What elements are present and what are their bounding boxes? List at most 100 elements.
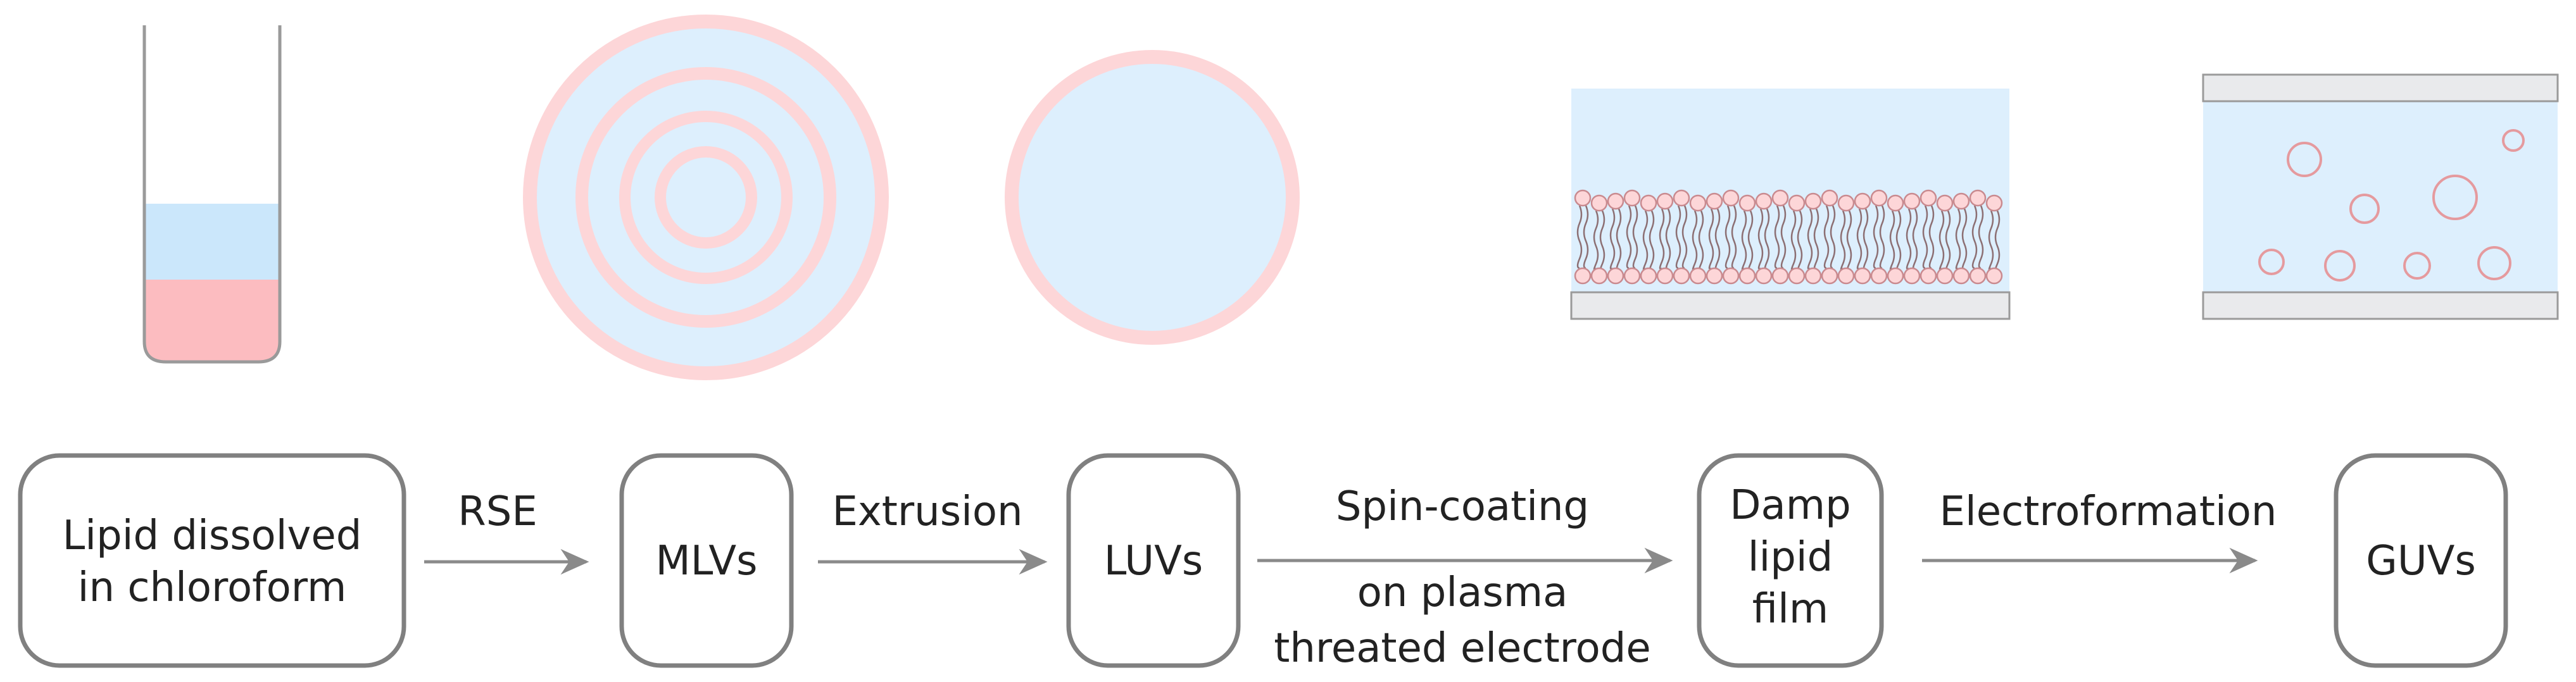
lipid-head <box>1738 267 1756 285</box>
lipid-tail <box>1714 208 1721 270</box>
lipid-tail <box>1955 208 1961 270</box>
svg-text:threated electrode: threated electrode <box>1274 625 1650 672</box>
svg-text:Extrusion: Extrusion <box>832 488 1022 535</box>
lipid-head <box>1821 189 1838 207</box>
lipid-head <box>1771 189 1789 207</box>
lipid-head <box>1804 192 1822 210</box>
lipid-head <box>1788 194 1806 212</box>
svg-text:Lipid dissolved: Lipid dissolved <box>63 512 362 559</box>
mlv-illustration <box>523 15 889 380</box>
lipid-head <box>1969 189 1987 207</box>
lipid-head <box>1870 189 1888 207</box>
lipid-head <box>1952 192 1970 210</box>
lipid-tail <box>1879 205 1885 270</box>
chloroform-layer <box>144 204 280 281</box>
bottom-electrode <box>2202 291 2559 320</box>
lipid-head <box>1623 189 1641 207</box>
lipid-tail <box>1988 210 1994 271</box>
lipid-tail <box>1856 208 1863 270</box>
guv-vesicle <box>2324 250 2356 282</box>
lipid-tail <box>1813 208 1819 270</box>
lipid-tail <box>1938 210 1945 271</box>
lipid-tail <box>1889 210 1895 271</box>
lipid-head <box>1590 267 1608 285</box>
lipid-head <box>1804 267 1822 285</box>
arrow-label-spin-coating: Spin-coating <box>1336 483 1589 530</box>
lipid-head <box>1623 267 1641 285</box>
test-tube-illustration <box>142 25 282 364</box>
lipid-head <box>1936 194 1954 212</box>
lipid-tail <box>1764 208 1770 270</box>
lipid-tail <box>1616 208 1622 270</box>
lipid-tail <box>1665 208 1671 270</box>
lipid-head <box>1985 194 2003 212</box>
step-label-film-line3: film <box>1752 586 1828 633</box>
lipid-head <box>1919 189 1937 207</box>
step-label-luvs: LUVs <box>1104 538 1203 585</box>
lipid-head <box>1738 194 1756 212</box>
svg-text:film: film <box>1752 586 1828 633</box>
step-box-luvs: LUVs <box>1066 453 1241 668</box>
lipid-tail <box>1593 210 1599 271</box>
lipid-tail <box>1632 205 1638 270</box>
lipid-tail <box>1642 210 1649 271</box>
lipid-tail <box>1790 210 1797 271</box>
svg-text:RSE: RSE <box>458 488 537 535</box>
lipid-tail <box>1626 205 1632 270</box>
lipid-tail <box>1873 205 1879 270</box>
lipid-head <box>1887 194 1904 212</box>
lipid-tail <box>1807 208 1813 270</box>
svg-text:Electroformation: Electroformation <box>1940 488 2277 535</box>
guv-vesicle <box>2502 129 2525 152</box>
arrow-label-extrusion: Extrusion <box>832 488 1022 535</box>
lipid-head <box>1755 267 1773 285</box>
lipid-tail <box>1659 208 1665 270</box>
arrow-rse: RSE <box>424 488 589 575</box>
arrow-extrusion: Extrusion <box>818 488 1048 575</box>
lipid-tail <box>1708 208 1714 270</box>
arrow-sublabel-electrode: threated electrode <box>1274 625 1650 672</box>
lipid-layer <box>144 280 280 362</box>
lipid-head <box>1574 189 1592 207</box>
lipid-tail <box>1830 205 1836 270</box>
lipid-head <box>1854 192 1871 210</box>
lipid-tail <box>1922 205 1928 270</box>
lipid-head <box>1755 192 1773 210</box>
lipid-head <box>1640 267 1657 285</box>
arrow-label-electroformation: Electroformation <box>1940 488 2277 535</box>
lipid-head <box>1689 194 1707 212</box>
lipid-tail <box>1576 205 1583 270</box>
lipid-head <box>1607 192 1624 210</box>
step-label-film-line1: Damp <box>1730 482 1850 529</box>
lipid-head <box>1936 267 1954 285</box>
lipid-tail <box>1583 205 1589 270</box>
lipid-head <box>1771 267 1789 285</box>
lipid-tail <box>1961 208 1968 270</box>
lipid-head <box>1919 267 1937 285</box>
step-label-lipid-line2: in chloroform <box>78 564 347 611</box>
svg-text:lipid: lipid <box>1748 534 1833 581</box>
lipid-head <box>1722 267 1740 285</box>
lipid-head <box>1821 267 1838 285</box>
lipid-tail <box>1971 205 1978 270</box>
lipid-tail <box>1928 205 1935 270</box>
lipid-tail <box>1978 205 1984 270</box>
lipid-bilayer <box>1574 189 2003 285</box>
lipid-tail <box>1823 205 1830 270</box>
arrow-electroformation: Electroformation <box>1922 488 2277 574</box>
svg-text:Spin-coating: Spin-coating <box>1336 483 1589 530</box>
lipid-head <box>1640 194 1657 212</box>
lipid-tail <box>1840 210 1846 271</box>
guv-vesicle <box>2258 249 2285 275</box>
guv-illustration <box>2202 73 2559 320</box>
lipid-head <box>1837 194 1855 212</box>
top-electrode <box>2202 73 2559 102</box>
lipid-tail <box>1906 208 1912 270</box>
lipid-head <box>1903 192 1921 210</box>
lipid-tail <box>1731 205 1737 270</box>
guv-vesicle <box>2287 142 2322 177</box>
lipid-head <box>1985 267 2003 285</box>
lipid-head <box>1837 267 1855 285</box>
lipid-head <box>1607 267 1624 285</box>
